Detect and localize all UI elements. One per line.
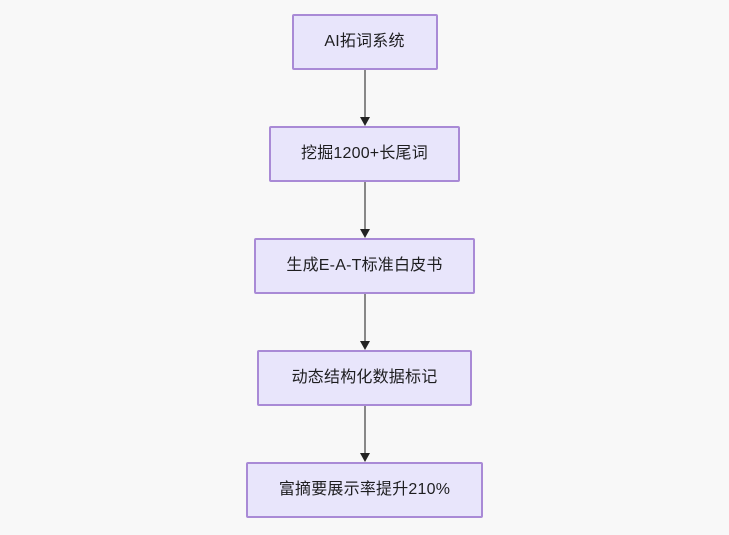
- arrow-down-icon: [359, 117, 370, 126]
- connector-line: [363, 70, 366, 118]
- arrow-down-icon: [359, 341, 370, 350]
- connector-line: [363, 294, 366, 342]
- connector-line: [363, 182, 366, 230]
- flow-node-ai-keyword-system[interactable]: AI拓词系统: [291, 14, 438, 70]
- flow-connector-3: [358, 294, 372, 350]
- flow-connector-1: [358, 70, 372, 126]
- flow-node-eat-whitepaper[interactable]: 生成E-A-T标准白皮书: [254, 238, 475, 294]
- flow-node-rich-snippet-result[interactable]: 富摘要展示率提升210%: [246, 462, 483, 518]
- arrow-down-icon: [359, 229, 370, 238]
- flow-node-longtail-keywords[interactable]: 挖掘1200+长尾词: [269, 126, 460, 182]
- flow-node-structured-data-markup[interactable]: 动态结构化数据标记: [257, 350, 472, 406]
- flow-connector-4: [358, 406, 372, 462]
- flow-connector-2: [358, 182, 372, 238]
- arrow-down-icon: [359, 453, 370, 462]
- flowchart-node-column: AI拓词系统 挖掘1200+长尾词 生成E-A-T标准白皮书 动态结构化数据标记…: [0, 14, 729, 518]
- connector-line: [363, 406, 366, 454]
